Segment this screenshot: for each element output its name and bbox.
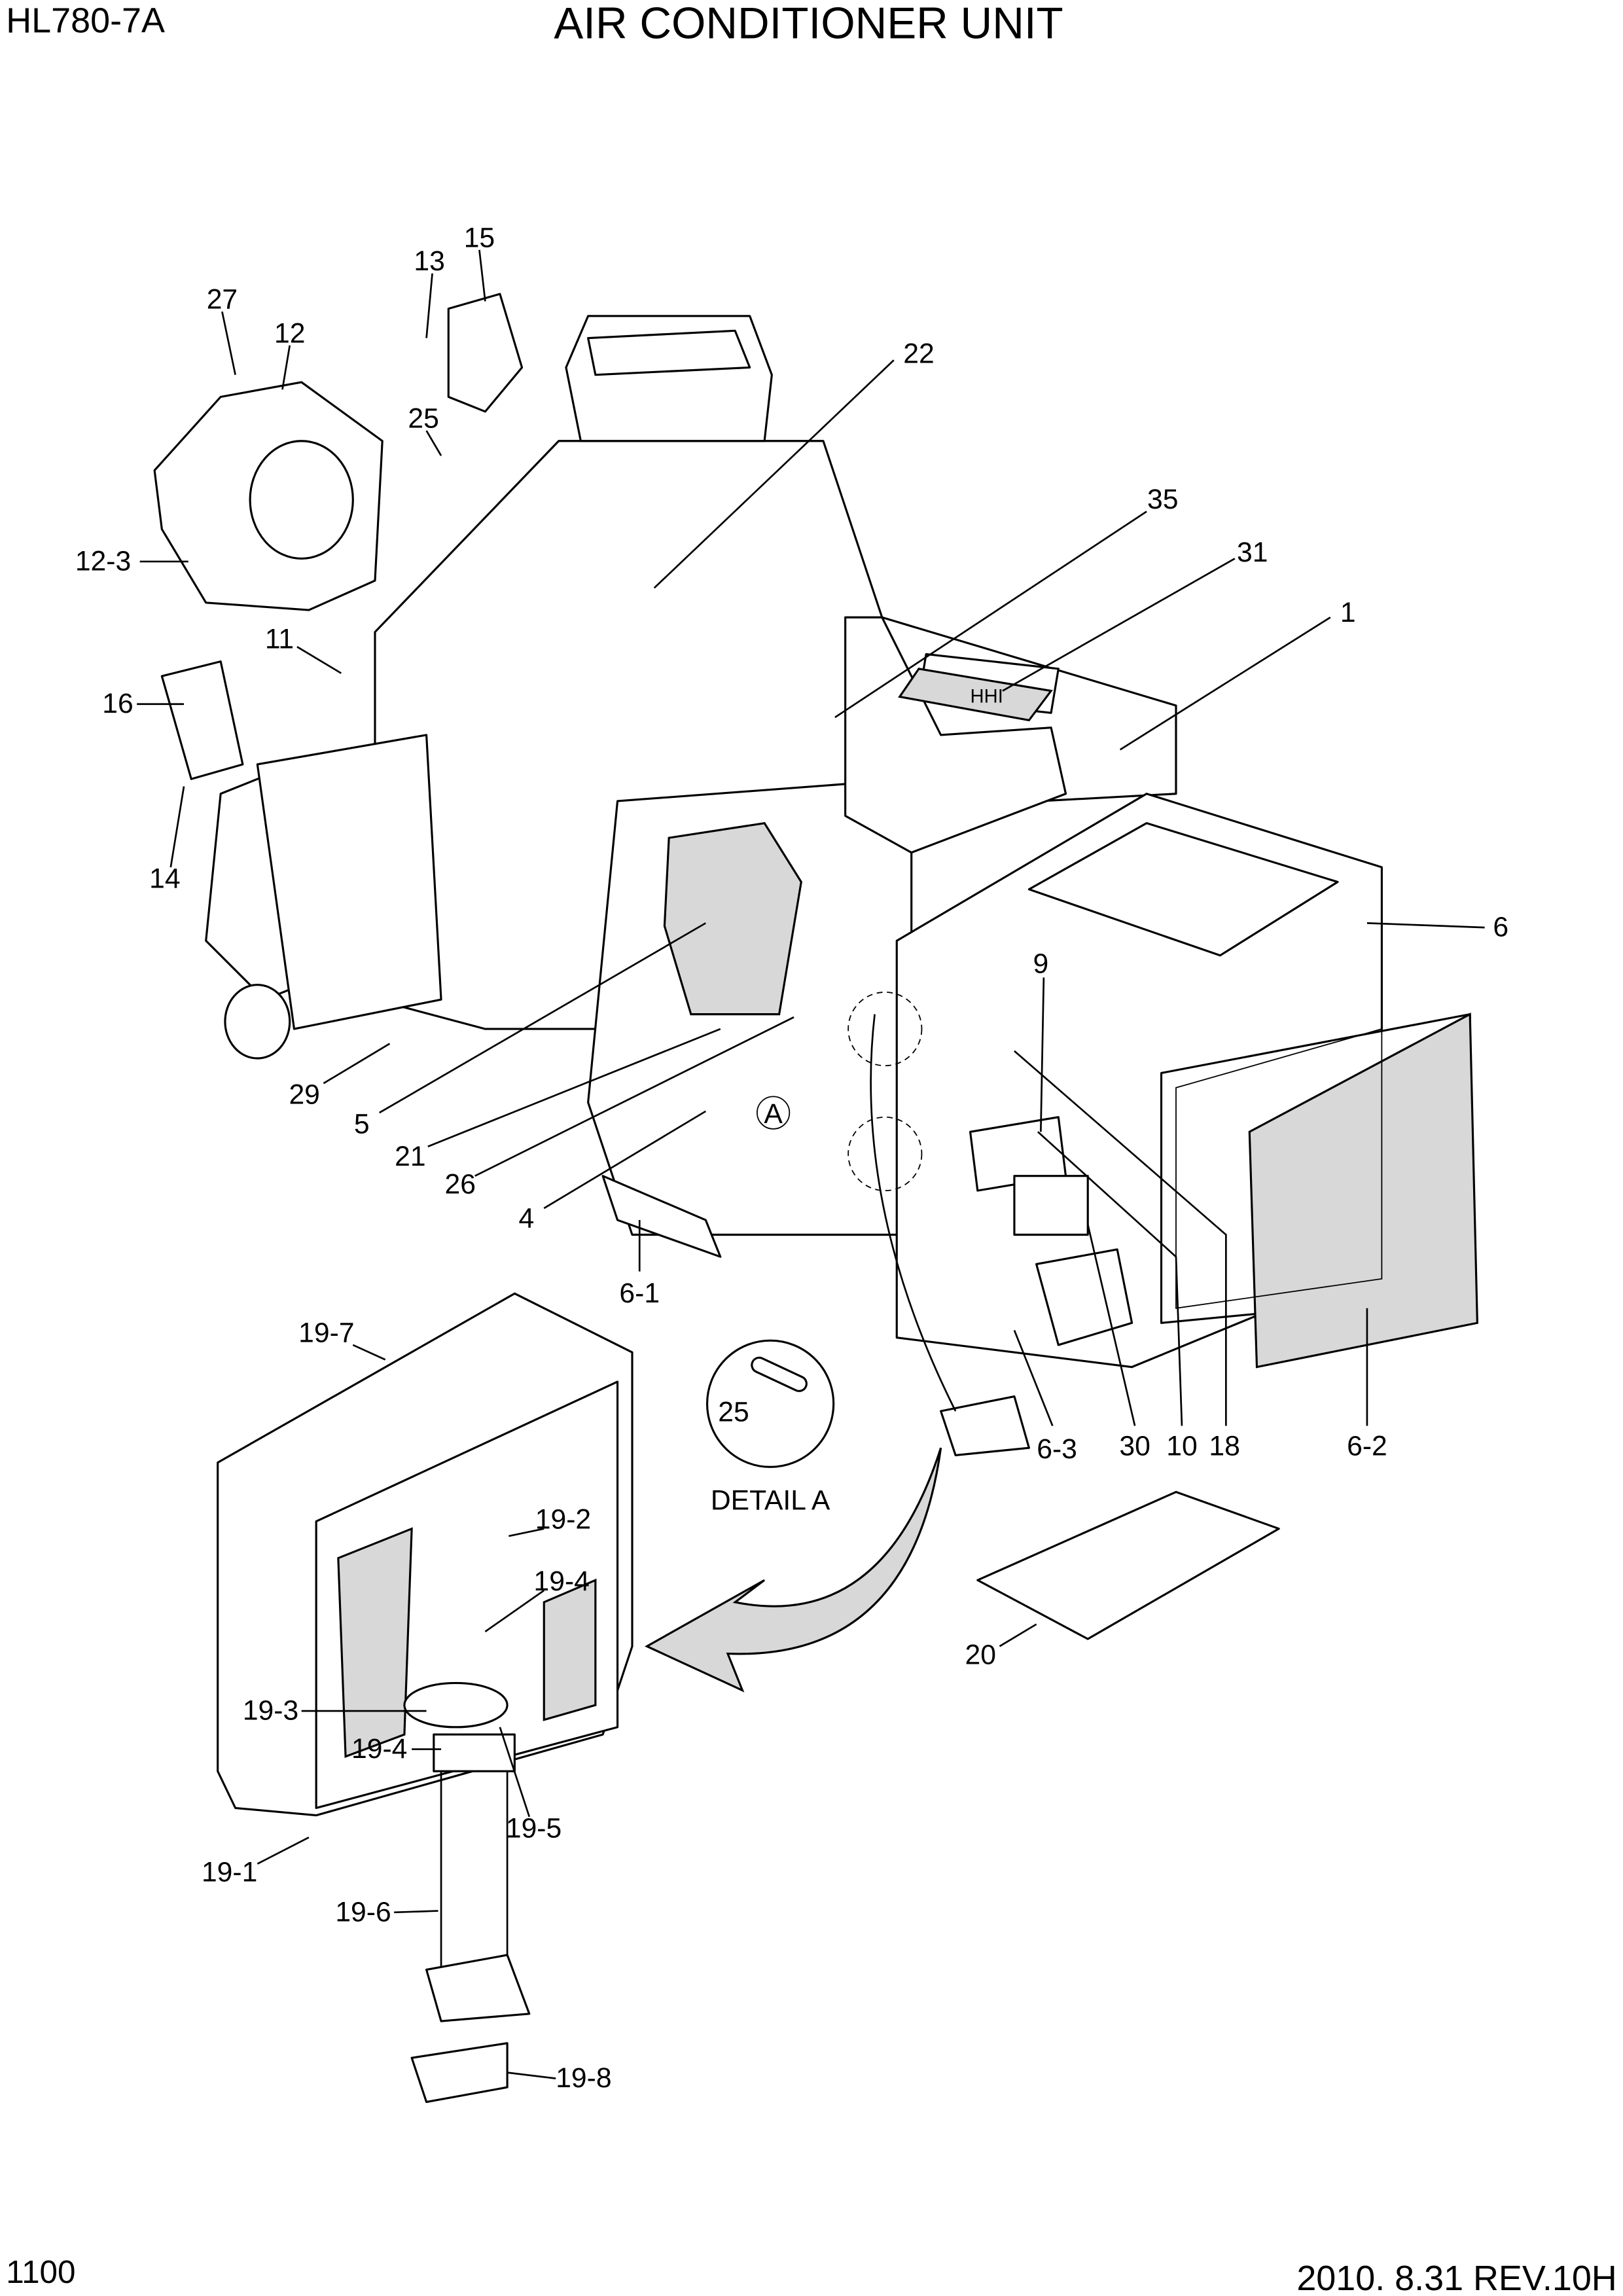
- callout-19-4b: 19-4: [351, 1733, 407, 1765]
- callout-19-3: 19-3: [243, 1695, 298, 1727]
- callout-12-3: 12-3: [75, 545, 131, 577]
- callout-13: 13: [414, 245, 444, 277]
- callouts: 15 13 27 12 22 25 35 31 12-3 1 11 16 6 9…: [75, 222, 1508, 2094]
- callout-14: 14: [149, 863, 180, 894]
- callout-21: 21: [395, 1141, 425, 1172]
- callout-19-7: 19-7: [298, 1317, 354, 1348]
- callout-15: 15: [464, 222, 495, 253]
- callout-6-1: 6-1: [619, 1278, 660, 1309]
- callout-19-6: 19-6: [335, 1896, 391, 1928]
- callout-25-detail: 25: [718, 1397, 749, 1428]
- callout-35: 35: [1147, 484, 1178, 515]
- svg-text:HHI: HHI: [971, 687, 1003, 708]
- callout-19-8: 19-8: [556, 2062, 611, 2094]
- callout-22: 22: [903, 338, 934, 370]
- page-title: AIR CONDITIONER UNIT: [554, 0, 1063, 48]
- callout-18: 18: [1209, 1430, 1240, 1462]
- callout-20: 20: [965, 1639, 996, 1670]
- callout-6: 6: [1493, 912, 1508, 943]
- model-number: HL780-7A: [6, 1, 165, 40]
- callout-19-1: 19-1: [202, 1857, 257, 1888]
- callout-26: 26: [445, 1169, 476, 1200]
- callout-10: 10: [1166, 1430, 1197, 1462]
- callout-6-2: 6-2: [1347, 1430, 1387, 1462]
- air-conditioner-housing: [153, 293, 1478, 1640]
- evaporator-assembly: [217, 1292, 942, 2104]
- detail-a-marker: A: [764, 1098, 783, 1130]
- callout-27: 27: [207, 284, 238, 315]
- callout-30: 30: [1119, 1430, 1150, 1462]
- callout-5: 5: [354, 1109, 370, 1140]
- callout-1: 1: [1340, 597, 1356, 628]
- callout-19-4a: 19-4: [534, 1566, 590, 1597]
- detail-a: 25 DETAIL A A: [705, 1096, 835, 1516]
- callout-11: 11: [265, 623, 294, 655]
- callout-9: 9: [1033, 948, 1048, 980]
- leader-lines: [137, 249, 1485, 2079]
- callout-6-3: 6-3: [1037, 1433, 1077, 1465]
- callout-12: 12: [274, 317, 305, 349]
- revision-date: 2010. 8.31 REV.10H: [1296, 2259, 1616, 2296]
- detail-a-label: DETAIL A: [711, 1484, 830, 1516]
- callout-19-2: 19-2: [535, 1504, 591, 1535]
- callout-19-5: 19-5: [506, 1812, 562, 1844]
- callout-16: 16: [102, 688, 133, 719]
- hhi-decal: HHI: [898, 668, 1053, 722]
- callout-29: 29: [289, 1079, 319, 1111]
- callout-4: 4: [518, 1202, 534, 1234]
- callout-25: 25: [408, 403, 438, 435]
- callout-31: 31: [1237, 537, 1268, 568]
- page-number: 1100: [6, 2254, 75, 2290]
